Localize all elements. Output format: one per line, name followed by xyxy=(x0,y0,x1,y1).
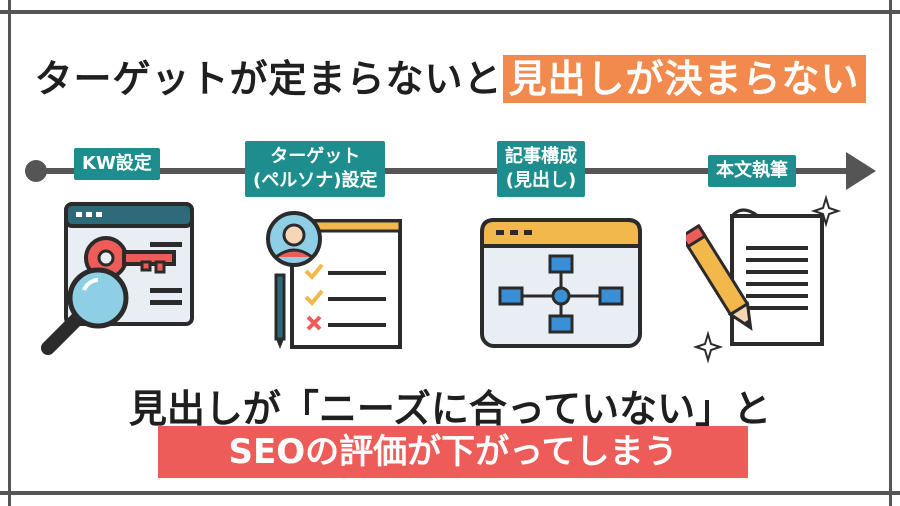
keyword-search-icon xyxy=(41,202,194,355)
right-border xyxy=(889,0,892,506)
writing-pencil-icon xyxy=(686,194,842,364)
bottom-border xyxy=(0,491,900,495)
headline-highlight: 見出しが決まらない xyxy=(502,55,866,103)
bottom-line-1: 見出しが「ニーズに合っていない」と xyxy=(128,387,772,431)
step-label-writing: 本文執筆 xyxy=(708,155,796,187)
headline-plain: ターゲットが定まらないと xyxy=(34,57,503,101)
top-border xyxy=(0,10,900,14)
step-label-target: ターゲット (ペルソナ)設定 xyxy=(245,141,386,197)
step-label-structure: 記事構成 (見出し) xyxy=(497,141,585,197)
step-label-kw: KW設定 xyxy=(74,148,160,180)
headline: ターゲットが定まらないと見出しが決まらない xyxy=(0,48,900,103)
structure-diagram-icon xyxy=(480,218,642,348)
bottom-line-2: SEOの評価が下がってしまう xyxy=(158,426,748,478)
persona-checklist-icon xyxy=(266,211,402,349)
left-border xyxy=(8,0,11,506)
